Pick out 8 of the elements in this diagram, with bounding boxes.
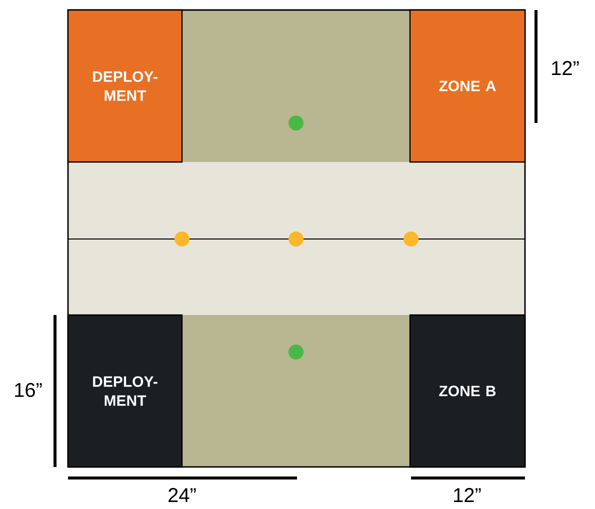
zone-box: ZONE B (409, 314, 526, 468)
dimension-label: 12” (454, 488, 481, 502)
dimension-label: 12” (552, 61, 579, 75)
zone-box: DEPLOY- MENT (67, 9, 183, 163)
zone-box: DEPLOY- MENT (67, 314, 183, 468)
dimension-label: 24” (168, 488, 196, 502)
zone-box: ZONE A (409, 9, 526, 163)
dimension-label: 16” (15, 382, 42, 398)
